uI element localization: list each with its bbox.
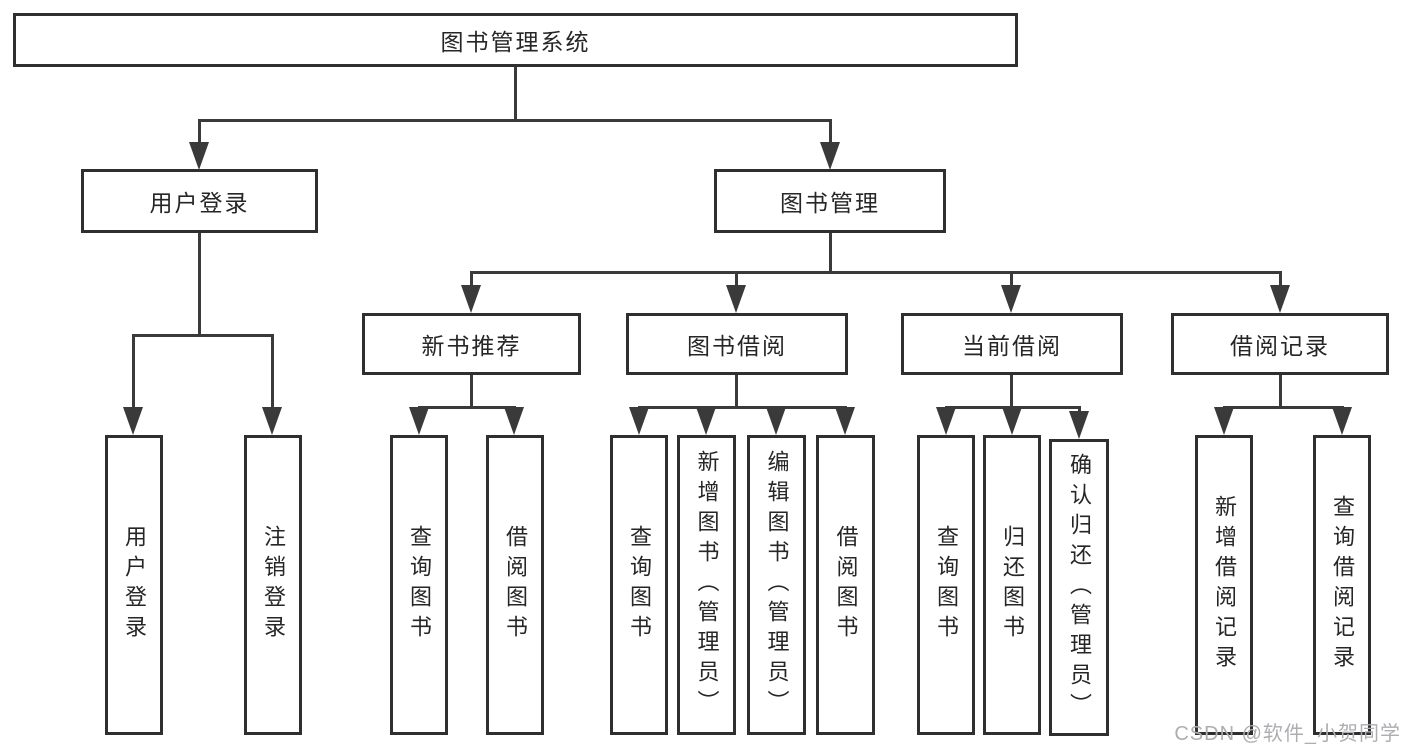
connector-userlogin-rail <box>132 334 274 337</box>
leaf-add-borrow-record: 新增借阅记录 <box>1195 435 1253 735</box>
connector-stem-group <box>1279 271 1282 288</box>
arrowhead-icon <box>766 407 786 435</box>
connector-group2-rail <box>638 406 847 409</box>
connector-group2-stem <box>735 375 738 408</box>
node-new-book-recommend: 新书推荐 <box>362 313 581 375</box>
leaf-return-books: 归还图书 <box>983 435 1041 735</box>
leaf-borrow-books-recommend: 借阅图书 <box>486 435 544 735</box>
arrowhead-icon <box>1214 407 1234 435</box>
leaf-borrow-books: 借阅图书 <box>816 435 875 735</box>
arrowhead-icon <box>409 407 429 435</box>
arrowhead-icon <box>1270 285 1290 313</box>
connector-userlogin-stem <box>198 233 201 336</box>
arrowhead-icon <box>123 407 143 435</box>
arrowhead-icon <box>189 142 209 170</box>
arrowhead-icon <box>820 142 840 170</box>
node-borrow-records: 借阅记录 <box>1171 313 1389 375</box>
connector-stem-leaf <box>271 334 274 408</box>
leaf-edit-books-admin: 编辑图书（管理员） <box>747 435 806 735</box>
arrowhead-icon <box>1002 407 1022 435</box>
arrowhead-icon <box>726 285 746 313</box>
leaf-add-books-admin: 新增图书（管理员） <box>677 435 736 735</box>
connector-stem-group <box>470 271 473 288</box>
node-book-borrow: 图书借阅 <box>626 313 848 375</box>
arrowhead-icon <box>1332 407 1352 435</box>
leaf-query-books-recommend: 查询图书 <box>390 435 448 735</box>
arrowhead-icon <box>1001 285 1021 313</box>
arrowhead-icon <box>936 407 956 435</box>
connector-group1-rail <box>418 406 515 409</box>
leaf-query-books-current: 查询图书 <box>917 435 975 735</box>
node-book-management: 图书管理 <box>714 169 946 233</box>
arrowhead-icon <box>504 407 524 435</box>
leaf-user-login: 用户登录 <box>105 435 163 735</box>
connector-stem-group <box>1010 271 1013 288</box>
arrowhead-icon <box>262 407 282 435</box>
connector-group1-stem <box>470 375 473 408</box>
node-root: 图书管理系统 <box>13 13 1018 67</box>
connector-group4-stem <box>1279 375 1282 408</box>
connector-group4-rail <box>1223 406 1343 409</box>
node-current-borrow: 当前借阅 <box>901 313 1123 375</box>
arrowhead-icon <box>696 407 716 435</box>
connector-level3-rail <box>470 271 1282 274</box>
leaf-query-books-borrow: 查询图书 <box>610 435 668 735</box>
arrowhead-icon <box>835 407 855 435</box>
connector-stem-group <box>735 271 738 288</box>
node-user-login: 用户登录 <box>81 169 318 233</box>
leaf-logout: 注销登录 <box>244 435 302 735</box>
connector-bookmgmt-stem <box>829 233 832 273</box>
connector-level2-rail <box>198 119 832 122</box>
connector-stem-user-login <box>198 119 201 147</box>
leaf-confirm-return-admin: 确认归还（管理员） <box>1049 439 1109 736</box>
connector-group3-stem <box>1010 375 1013 408</box>
arrowhead-icon <box>1069 411 1089 439</box>
leaf-query-borrow-record: 查询借阅记录 <box>1313 435 1371 735</box>
csdn-watermark: CSDN @软件_小贺同学 <box>1174 723 1401 745</box>
connector-root-stem <box>514 67 517 121</box>
arrowhead-icon <box>461 285 481 313</box>
connector-stem-leaf <box>132 334 135 408</box>
arrowhead-icon <box>629 407 649 435</box>
connector-stem-book-mgmt <box>829 119 832 147</box>
